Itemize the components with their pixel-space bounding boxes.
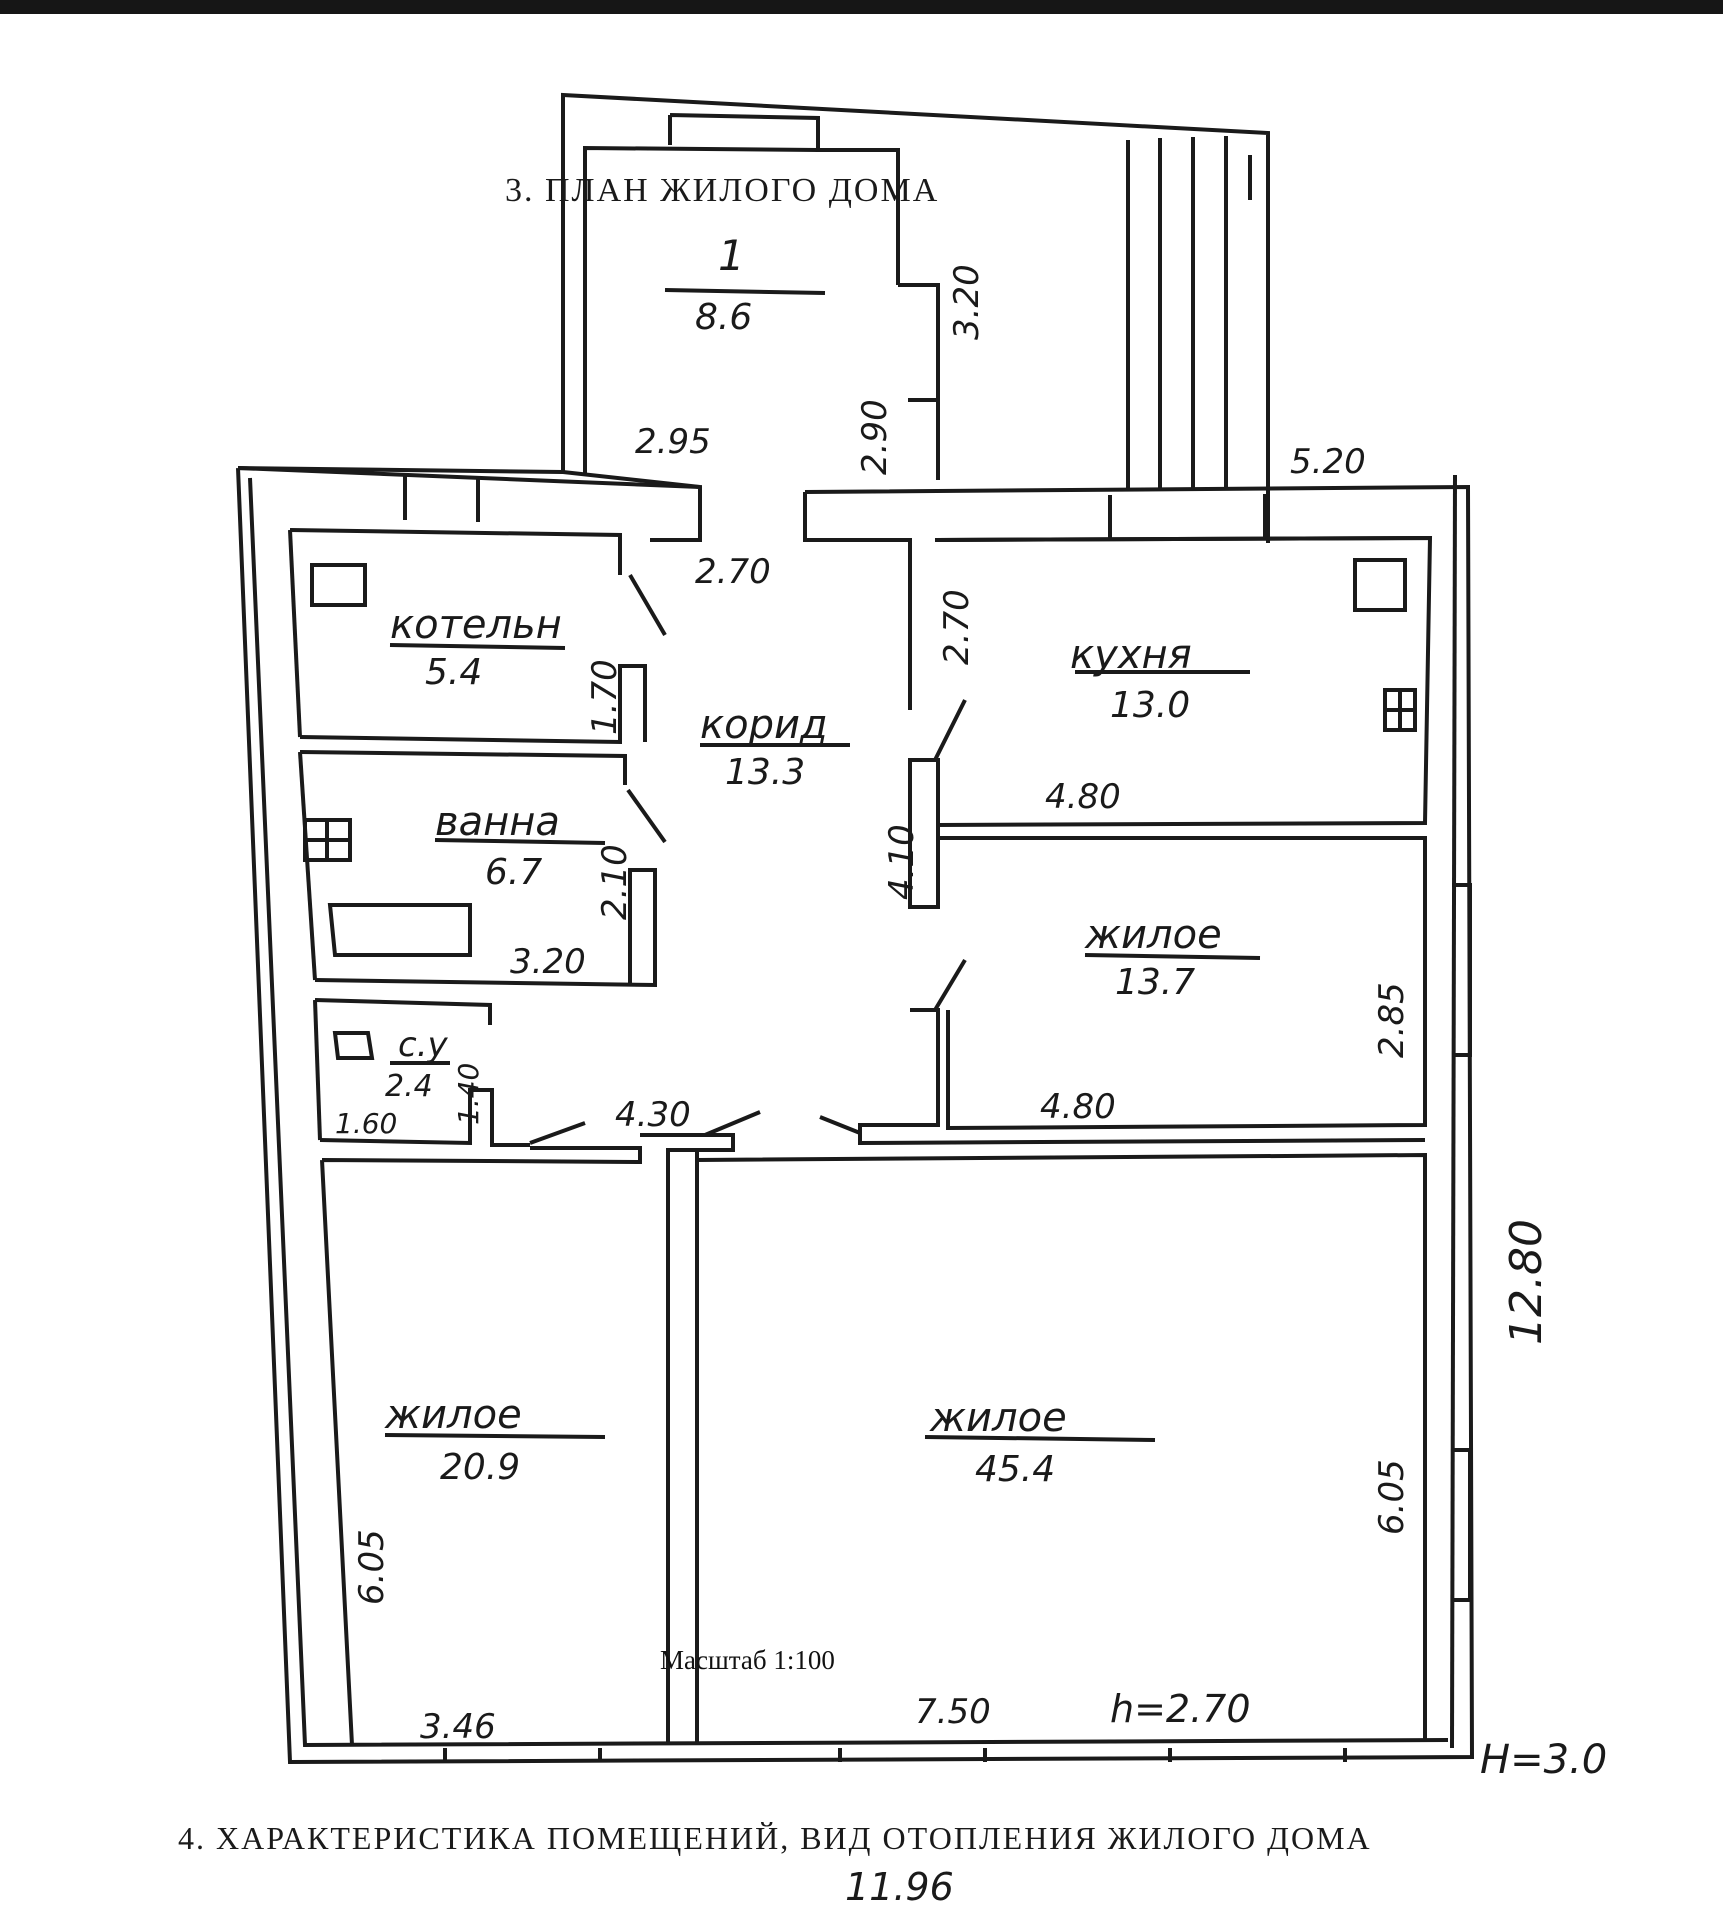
dim-main-room-width: 7.50 <box>915 1692 991 1732</box>
dim-living-small-depth: 2.85 <box>1372 982 1412 1058</box>
bath-area: 6.7 <box>485 852 543 893</box>
top-window-left <box>403 475 480 522</box>
left-room-area: 20.9 <box>440 1447 521 1488</box>
kitchen-sink <box>1383 688 1417 732</box>
dim-porch-depth: 3.20 <box>947 264 987 340</box>
toilet <box>332 1031 375 1060</box>
section-3-title: 3. ПЛАН ЖИЛОГО ДОМА <box>505 172 940 209</box>
dim-corridor-top: 2.70 <box>695 552 771 592</box>
corridor-area: 13.3 <box>725 752 806 793</box>
dim-bath-depth: 2.10 <box>595 844 635 920</box>
left-room-area-line <box>384 1433 606 1439</box>
boiler-door-swing <box>628 573 667 637</box>
living-small-area-line <box>1084 953 1261 960</box>
bath-area-line <box>434 838 606 845</box>
dim-porch-inner: 2.90 <box>855 399 895 475</box>
dim-porch-right: 5.20 <box>1290 442 1366 482</box>
bath-door-swing <box>626 788 667 844</box>
boiler-area-line <box>389 643 566 650</box>
top-window-kitchen <box>1108 494 1267 540</box>
dim-kitchen-width: 4.80 <box>1045 777 1121 817</box>
porch-window <box>668 113 820 150</box>
building-height-label: H=3.0 <box>1480 1737 1608 1783</box>
main-room-area: 45.4 <box>975 1449 1056 1490</box>
porch-partition <box>898 283 940 480</box>
bath-name: ванна <box>435 799 560 845</box>
dim-living-small-width: 4.80 <box>1040 1087 1116 1127</box>
kitchen-area: 13.0 <box>1110 685 1191 726</box>
kitchen-name: кухня <box>1070 632 1192 678</box>
living-small-area: 13.7 <box>1115 962 1196 1003</box>
dim-corridor-depth: 4.10 <box>882 824 922 900</box>
dim-boiler-depth: 1.70 <box>585 659 625 735</box>
boiler-room-left-wall <box>288 529 302 738</box>
bottom-window-middle <box>838 1748 987 1762</box>
boiler-appliance <box>310 563 367 607</box>
boiler-room-area: 5.4 <box>425 652 483 693</box>
corridor-name: корид <box>700 702 828 748</box>
main-room-walls <box>696 1152 1427 1740</box>
wc-area: 2.4 <box>385 1069 433 1104</box>
dim-wc-depth: 1.40 <box>452 1062 485 1125</box>
left-room-name: жилое <box>385 1392 522 1438</box>
porch-area: 8.6 <box>695 297 753 338</box>
room-height-label: h=2.70 <box>1110 1687 1251 1731</box>
porch-outer-wall <box>561 92 1270 543</box>
wc-name: с.у <box>398 1025 448 1065</box>
dim-left-room-width: 3.46 <box>420 1707 496 1747</box>
right-window-upper <box>1452 883 1472 1057</box>
kitchen-door-swing <box>933 699 967 761</box>
top-wall-band <box>237 466 1431 710</box>
dim-left-room-depth: 6.05 <box>352 1529 392 1605</box>
right-window-lower <box>1452 1448 1472 1602</box>
porch-number: 1 <box>718 231 745 280</box>
living-small-name: жилое <box>1085 912 1222 958</box>
outer-wall-left-inner <box>248 477 1449 1748</box>
wc-door-swing <box>529 1121 586 1145</box>
section-4-title: 4. ХАРАКТЕРИСТИКА ПОМЕЩЕНИЙ, ВИД ОТОПЛЕН… <box>178 1820 1372 1856</box>
living-small-door-swing <box>933 958 967 1012</box>
bath-room-walls <box>299 750 657 988</box>
dim-porch-width: 2.95 <box>635 422 711 462</box>
main-room-name: жилое <box>930 1395 1067 1441</box>
kitchen-stove <box>1353 558 1407 612</box>
outer-wall-outer <box>236 466 1475 1765</box>
boiler-room-name: котельн <box>390 602 562 648</box>
main-room-door-swing <box>819 1115 861 1135</box>
dim-overall-width: 11.96 <box>845 1865 954 1909</box>
dim-corridor-bottom: 4.30 <box>615 1095 691 1135</box>
left-room-door-swing <box>704 1110 761 1137</box>
scale-label: Масштаб 1:100 <box>660 1645 835 1675</box>
dim-kitchen-left: 2.70 <box>937 589 977 665</box>
bath-room-left-wall <box>298 751 317 981</box>
dim-wc-width: 1.60 <box>335 1107 398 1140</box>
porch-stairs <box>1126 136 1228 490</box>
outer-wall-inner <box>1450 474 1457 1749</box>
dim-bath-width: 3.20 <box>510 942 586 982</box>
wc-walls <box>314 998 530 1147</box>
sink <box>303 818 352 862</box>
main-room-area-line <box>924 1435 1156 1442</box>
wc-left-wall <box>313 999 322 1141</box>
porch-area-line <box>664 288 826 295</box>
bathtub <box>327 903 472 957</box>
corridor-right-wall <box>858 758 1426 1146</box>
left-room-walls <box>320 1146 642 1746</box>
bottom-window-right <box>1168 1748 1347 1762</box>
boiler-room-walls <box>289 528 647 745</box>
living-small-walls <box>938 836 1427 1131</box>
bottom-window-left <box>443 1748 602 1762</box>
scan-top-edge <box>0 0 1723 14</box>
kitchen-walls <box>936 535 1433 828</box>
dim-main-room-depth: 6.05 <box>1372 1459 1412 1535</box>
dim-overall-depth: 12.80 <box>1501 1219 1552 1345</box>
central-partition <box>640 1133 735 1745</box>
